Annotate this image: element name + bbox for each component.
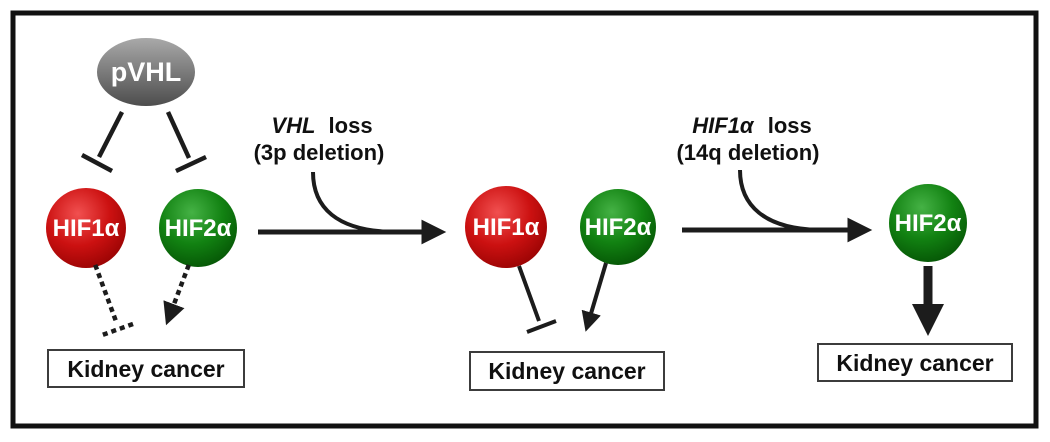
panel-vhl-lost: HIF1α HIF2α Kidney cancer: [465, 186, 665, 391]
panel-hif1a-lost: HIF2α Kidney cancer: [817, 184, 1013, 382]
hif2a-label: HIF2α: [895, 210, 962, 237]
kidney-cancer-label: Kidney cancer: [67, 356, 224, 382]
transition-vhl-loss: VHL loss (3p deletion): [254, 113, 447, 245]
transition-hif1a-loss: HIF1α loss (14q deletion): [676, 113, 873, 243]
kidney-cancer-label: Kidney cancer: [836, 350, 993, 376]
panel-vhl-intact: pVHL HIF1α HIF2α Kidney cancer: [46, 38, 245, 388]
kidney-cancer-box: [817, 343, 1013, 382]
hif2a-promote-arrow: [581, 262, 608, 332]
hif2a-node: [159, 189, 237, 267]
vhl-loss-label: VHL loss: [271, 113, 372, 138]
hif2a-label: HIF2α: [585, 214, 652, 241]
hif2a-node: [889, 184, 967, 262]
kidney-cancer-box: [47, 349, 245, 388]
hif1a-node: [46, 188, 126, 268]
hif1a-label: HIF1α: [473, 214, 540, 241]
hif1a-inhibit-tbar: [526, 319, 557, 334]
pvhl-inhibits-hif1a-line: [96, 110, 125, 159]
pvhl-label: pVHL: [111, 57, 182, 87]
pvhl-inhibits-hif1a-tbar: [80, 153, 114, 173]
hif1a-loss-detail: (14q deletion): [676, 140, 819, 165]
hif2a-strong-promote-head: [912, 304, 944, 336]
hif1a-inhibit-line: [517, 265, 541, 322]
hif1a-weak-inhibit-line: [93, 264, 120, 327]
kidney-cancer-label: Kidney cancer: [488, 358, 645, 384]
hif2a-node: [580, 189, 656, 265]
pvhl-inhibits-hif2a-line: [165, 111, 192, 159]
hif2a-weak-promote-arrow: [163, 264, 191, 326]
pvhl-inhibits-hif2a-tbar: [175, 154, 207, 174]
hif1a-loss-label: HIF1α loss: [692, 113, 811, 138]
kidney-cancer-box: [469, 351, 665, 391]
pvhl-node: [97, 38, 195, 106]
hif1a-weak-inhibit-tbar: [102, 321, 136, 337]
vhl-loss-detail: (3p deletion): [254, 140, 385, 165]
hif1a-node: [465, 186, 547, 268]
hif2a-label: HIF2α: [165, 215, 232, 242]
hif1a-label: HIF1α: [53, 215, 120, 242]
